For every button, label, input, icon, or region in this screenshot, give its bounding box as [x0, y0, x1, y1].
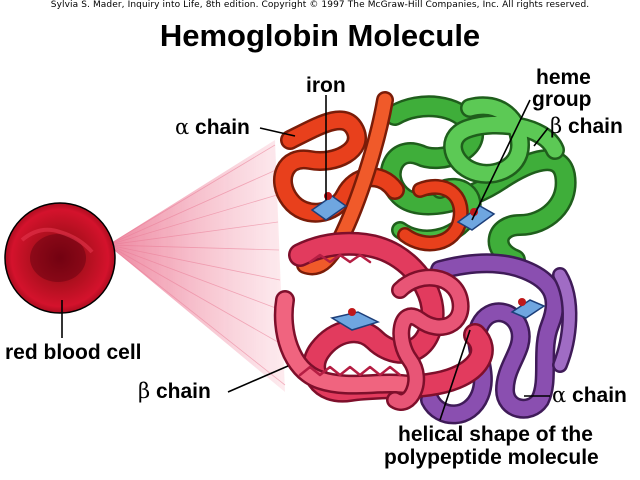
leader-helical [439, 329, 471, 421]
label-helical-line-2: polypeptide molecule [384, 446, 599, 469]
red-blood-cell-image [4, 202, 116, 314]
label-heme-line-1: heme [536, 66, 591, 89]
label-alpha-chain-bottom: α chain [552, 383, 627, 407]
leader-beta-bottom [227, 365, 289, 393]
label-text: chain [572, 384, 627, 407]
iron-atom-beta-bottom [348, 308, 356, 316]
heme-group-beta-bottom [330, 308, 381, 331]
magnification-rays [107, 140, 286, 392]
leader-alpha-top [259, 127, 296, 137]
copyright-line: Sylvia S. Mader, Inquiry into Life, 8th … [50, 0, 590, 10]
label-beta-chain-top: β chain [550, 114, 623, 138]
beta-chain-bottom-structure [273, 231, 494, 411]
beta-symbol: β [138, 379, 151, 403]
label-helical-line-1: helical shape of the [398, 423, 593, 446]
label-text: chain [195, 116, 250, 139]
beta-symbol: β [550, 114, 563, 138]
label-alpha-chain-top: α chain [175, 115, 250, 139]
alpha-symbol: α [552, 383, 567, 407]
leader-lines [61, 95, 550, 421]
label-beta-chain-bottom: β chain [138, 379, 211, 403]
label-iron: iron [306, 74, 346, 97]
label-text: chain [155, 380, 211, 403]
label-text: chain [567, 115, 623, 138]
leader-heme [471, 99, 531, 221]
heme-group-alpha-bottom [510, 298, 546, 319]
label-red-blood-cell: red blood cell [5, 341, 142, 364]
iron-atom-alpha-bottom [518, 298, 526, 306]
page-title: Hemoglobin Molecule [159, 18, 481, 53]
alpha-symbol: α [175, 115, 190, 139]
label-heme-line-2: group [532, 88, 592, 111]
leader-beta-top [533, 127, 549, 147]
